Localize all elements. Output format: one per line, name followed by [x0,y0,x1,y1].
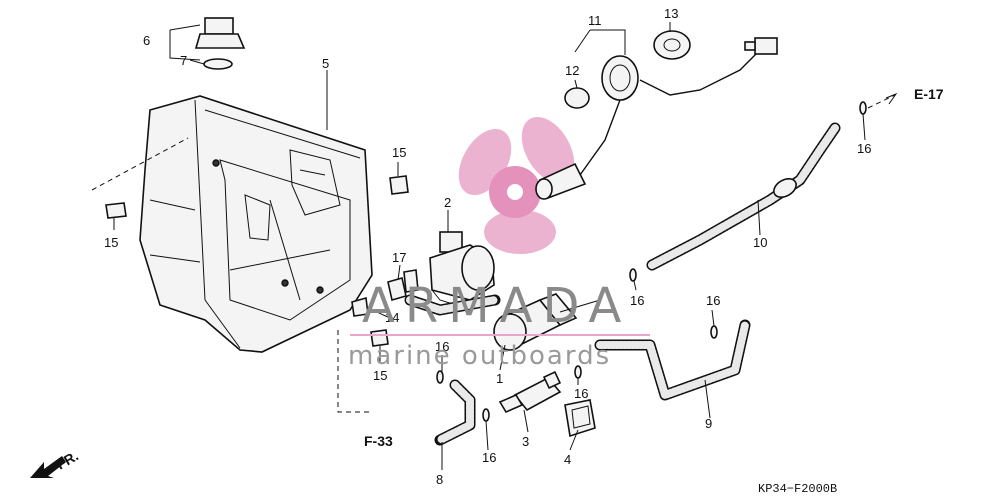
callout-4: 4 [564,452,571,467]
connector-plug [744,37,778,55]
callout-8: 8 [436,472,443,487]
watermark-logo [458,116,575,254]
callout-15-bottom: 15 [373,368,387,383]
callout-6: 6 [143,33,150,48]
callout-15-right: 15 [392,145,406,160]
fuel-hose-8 [434,379,476,446]
cap-gasket [203,58,233,70]
grommet-left [105,202,127,219]
callout-16-a: 16 [435,339,449,354]
diagram-code: KP34−F2000B [758,482,837,496]
callout-16-d: 16 [574,386,588,401]
callout-1: 1 [496,371,503,386]
watermark-subtitle: marine outboards [348,341,611,371]
callout-3: 3 [522,434,529,449]
hose-clip-5 [482,408,490,422]
fitting-14 [351,296,369,317]
cover-plate-13 [653,30,691,60]
callout-15-left: 15 [104,235,118,250]
elbow-fitting-17 [387,269,419,302]
fuel-filter [493,293,601,351]
callout-14: 14 [385,310,399,325]
fuel-pump [429,231,495,306]
callout-13: 13 [664,6,678,21]
leader-lines [91,22,898,470]
callout-7: 7 [180,53,187,68]
hose-clip-e17 [859,101,867,115]
hose-clip-2 [710,325,718,339]
callout-16-f: 16 [857,141,871,156]
fuel-hose-10 [646,122,841,271]
callout-2: 2 [444,195,451,210]
callout-16-c: 16 [706,293,720,308]
callout-12: 12 [565,63,579,78]
hose-clip-1 [629,268,637,282]
fuel-tank [139,95,373,353]
callout-17: 17 [392,250,406,265]
fuel-cap [194,17,246,49]
callout-10: 10 [753,235,767,250]
fuel-hose-9 [594,319,751,401]
callout-16-b: 16 [630,293,644,308]
callout-5: 5 [322,56,329,71]
ref-e17: E-17 [914,86,944,102]
grommet-right-top [389,175,409,195]
watermark-title: ARMADA [362,278,631,334]
fuel-strainer [498,370,562,414]
hose-clip-4 [436,370,444,384]
front-direction-arrow [30,456,66,478]
hose-clamp-4 [564,399,596,438]
callout-16-e: 16 [482,450,496,465]
ref-f33: F-33 [364,433,393,449]
callout-9: 9 [705,416,712,431]
callout-11: 11 [588,13,602,28]
fuel-pickup-assembly [535,49,761,200]
ref-fr: FR. [54,447,82,472]
